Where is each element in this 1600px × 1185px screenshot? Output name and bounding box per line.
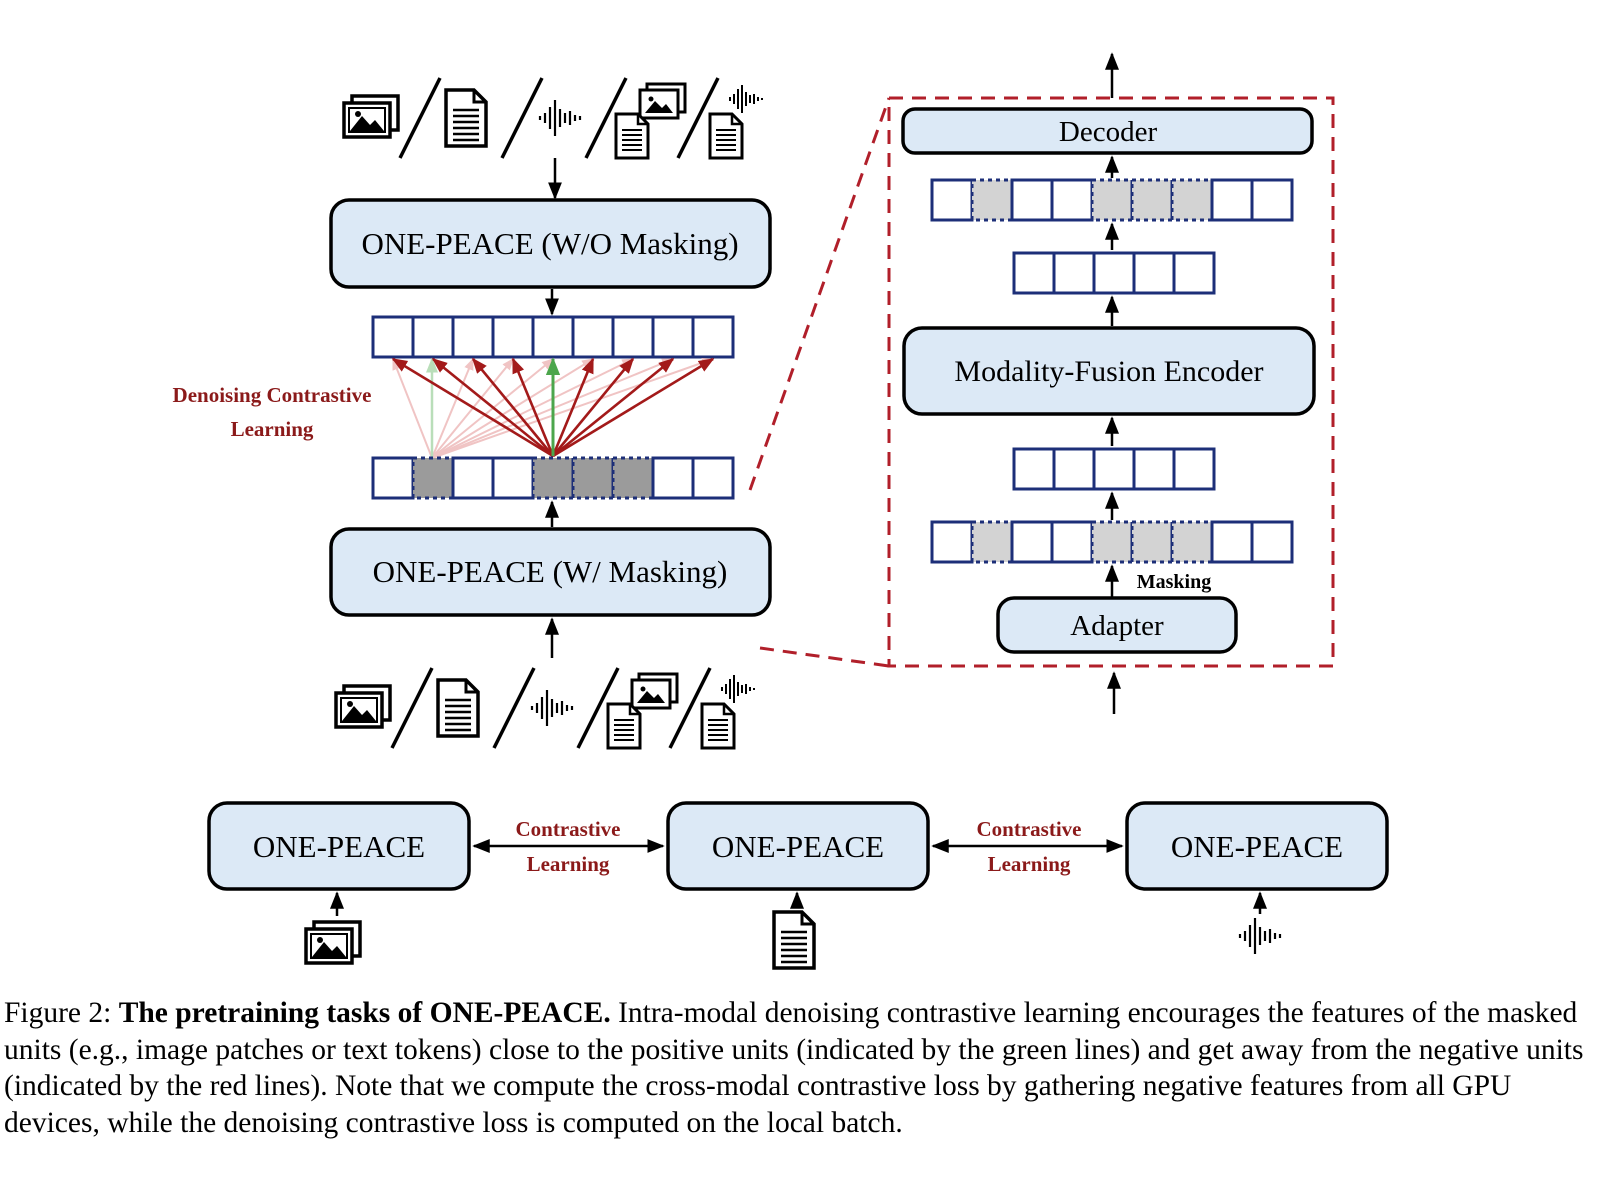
caption-title: The pretraining tasks of ONE-PEACE. bbox=[118, 997, 611, 1029]
adapter-box: Adapter bbox=[996, 596, 1238, 654]
unmasked-token-row bbox=[371, 315, 735, 359]
encoder-mask-label: ONE-PEACE (W/ Masking) bbox=[373, 554, 728, 589]
caption-body: Intra-modal denoising contrastive learni… bbox=[4, 997, 1584, 1139]
zoom-connector-lines bbox=[748, 97, 891, 668]
fusion-encoder-label: Modality-Fusion Encoder bbox=[954, 355, 1263, 388]
encoder-nomask-label: ONE-PEACE (W/O Masking) bbox=[361, 226, 738, 261]
cl-left-line1: Contrastive bbox=[516, 817, 621, 841]
pretraining-diagram: ONE-PEACE (W/O Masking) Denoising Contra… bbox=[173, 52, 1389, 970]
bottom-image-model-label: ONE-PEACE bbox=[253, 829, 425, 864]
audio-waveform-icon bbox=[1238, 916, 1282, 956]
caption-label: Figure 2: bbox=[4, 997, 112, 1029]
adapter-label: Adapter bbox=[1070, 610, 1164, 642]
figure-caption: Figure 2: The pretraining tasks of ONE-P… bbox=[4, 995, 1594, 1141]
bottom-input-modalities bbox=[336, 668, 754, 748]
bottom-text-model-box: ONE-PEACE bbox=[666, 801, 930, 891]
fusion-encoder-box: Modality-Fusion Encoder bbox=[902, 326, 1316, 416]
decoder-box: Decoder bbox=[901, 107, 1314, 155]
dcl-label-line1: Denoising Contrastive bbox=[173, 383, 372, 407]
cl-right-line1: Contrastive bbox=[977, 817, 1082, 841]
bottom-audio-model-box: ONE-PEACE bbox=[1125, 801, 1389, 891]
encoder-mask-box: ONE-PEACE (W/ Masking) bbox=[329, 527, 772, 617]
cl-right-line2: Learning bbox=[988, 852, 1071, 876]
fusion-output-token-row bbox=[1012, 251, 1216, 295]
reconstructed-token-row bbox=[930, 178, 1294, 222]
cl-left-line2: Learning bbox=[527, 852, 610, 876]
bottom-audio-model-label: ONE-PEACE bbox=[1171, 829, 1343, 864]
dcl-label-line2: Learning bbox=[231, 417, 314, 441]
negative-lines bbox=[391, 357, 715, 458]
encoder-nomask-box: ONE-PEACE (W/O Masking) bbox=[329, 198, 772, 289]
masked-token-row bbox=[371, 456, 735, 500]
visible-token-row bbox=[1012, 447, 1216, 491]
image-icon bbox=[304, 920, 362, 965]
detail-masked-token-row bbox=[930, 520, 1294, 564]
bottom-text-model-label: ONE-PEACE bbox=[712, 829, 884, 864]
bottom-image-model-box: ONE-PEACE bbox=[207, 801, 471, 891]
masking-label: Masking bbox=[1137, 571, 1211, 593]
top-input-modalities bbox=[344, 78, 762, 158]
document-icon bbox=[772, 910, 816, 970]
decoder-label: Decoder bbox=[1059, 116, 1158, 148]
